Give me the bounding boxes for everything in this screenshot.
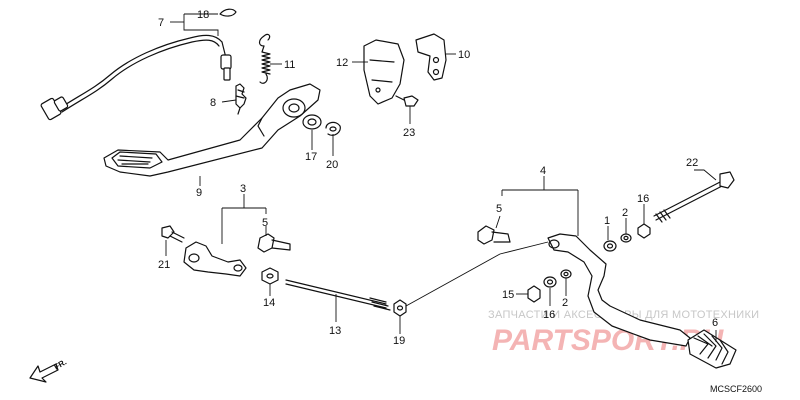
label-part-7: 7 (158, 17, 164, 29)
label-part-12: 12 (336, 57, 348, 69)
label-part-5-left: 5 (262, 217, 268, 229)
label-part-13: 13 (329, 325, 341, 337)
diagram-code: MCSCF2600 (710, 384, 762, 394)
leader-lines (165, 13, 717, 342)
label-part-21: 21 (158, 259, 170, 271)
label-part-16-lower: 16 (543, 309, 555, 321)
nut-16-upper (637, 223, 651, 239)
label-part-18: 18 (197, 9, 209, 21)
part-labels: 18 7 11 8 12 10 23 17 20 9 3 5 21 14 13 … (158, 9, 718, 347)
label-part-17: 17 (305, 151, 317, 163)
label-part-10: 10 (458, 49, 470, 61)
nut-15 (527, 285, 541, 303)
stop-switch (235, 83, 247, 115)
tie-rod (285, 279, 391, 311)
shift-peg-rubber (687, 329, 737, 369)
pivot-bolt-right (477, 225, 511, 245)
label-part-14: 14 (263, 297, 275, 309)
return-spring (258, 33, 271, 84)
cover-bolt (395, 95, 419, 107)
stop-switch-cable (40, 8, 237, 121)
label-part-22: 22 (686, 157, 698, 169)
label-part-5-right: 5 (496, 203, 502, 215)
label-part-6: 6 (712, 317, 718, 329)
gearshift-pedal (547, 233, 691, 347)
brake-pedal (103, 83, 321, 177)
washer-16-lower (543, 276, 557, 288)
pivot-bolt-left (257, 233, 291, 253)
label-part-9: 9 (196, 187, 202, 199)
nut-14 (261, 267, 279, 285)
label-part-2-lower: 2 (562, 297, 568, 309)
label-part-11: 11 (284, 59, 295, 71)
shift-arm (183, 241, 247, 277)
bolt-21 (161, 225, 185, 243)
label-part-3: 3 (240, 183, 246, 195)
label-part-23: 23 (403, 127, 415, 139)
front-label: FR. (53, 357, 69, 371)
washer-2-upper (620, 233, 632, 243)
nut-19 (393, 299, 407, 317)
pedal-cover (363, 39, 405, 105)
washer-2-lower (560, 269, 572, 279)
label-part-8: 8 (210, 97, 216, 109)
label-part-2-upper: 2 (622, 207, 628, 219)
label-part-19: 19 (393, 335, 405, 347)
label-part-16-upper: 16 (637, 193, 649, 205)
label-part-4: 4 (540, 165, 546, 177)
label-part-20: 20 (326, 159, 338, 171)
front-direction-arrow: FR. (29, 357, 69, 383)
bolt-22 (653, 171, 735, 223)
label-part-15: 15 (502, 289, 514, 301)
washer-and-clip (302, 114, 341, 136)
label-part-1: 1 (604, 215, 610, 227)
pedal-bracket (415, 33, 447, 81)
bushing-1 (603, 240, 617, 252)
